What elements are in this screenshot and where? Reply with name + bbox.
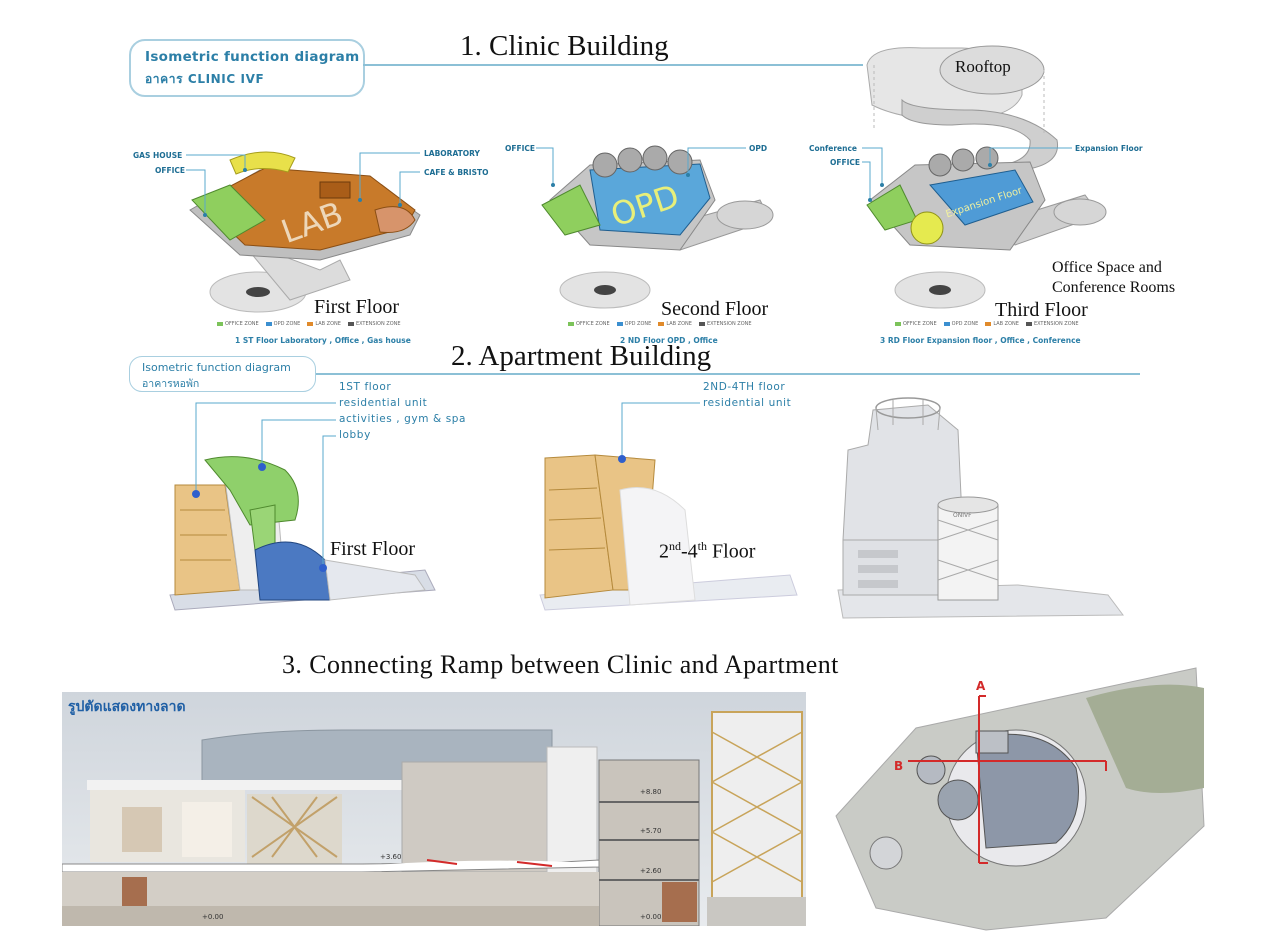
ramp-elev-2: +5.70 bbox=[640, 827, 661, 835]
legend-lab: LAB ZONE bbox=[658, 321, 692, 327]
clinic-divider-line bbox=[363, 64, 863, 66]
apartment-section-title: 2. Apartment Building bbox=[451, 340, 712, 372]
ramp-site-plan: A B bbox=[835, 667, 1205, 931]
clinic-first-floor-model: LAB bbox=[189, 151, 421, 313]
apartment-badge: Isometric function diagram อาคารหอพัก bbox=[129, 356, 316, 392]
tag-laboratory: LABORATORY bbox=[424, 149, 480, 158]
clinic-first-floor-label: First Floor bbox=[314, 296, 400, 318]
clinic-second-floor-label: Second Floor bbox=[661, 298, 769, 320]
apartment-exterior-model: ONIVF bbox=[837, 397, 1124, 619]
apartment-upper-floor-model bbox=[539, 454, 798, 611]
clinic-badge-line1: Isometric function diagram bbox=[145, 49, 360, 65]
clinic-office-note-line2: Conference Rooms bbox=[1052, 279, 1176, 296]
apartment-tower-sign: ONIVF bbox=[953, 512, 972, 519]
apartment-divider-line bbox=[316, 373, 1140, 375]
tag-office-first: OFFICE bbox=[155, 166, 186, 175]
tag-office-third: OFFICE bbox=[830, 158, 861, 167]
ramp-elev-1: +8.80 bbox=[640, 788, 661, 796]
clinic-third-floor-model: Expansion Floor bbox=[866, 146, 1107, 309]
tag-cafe-bristo: CAFE & BRISTO bbox=[424, 168, 489, 177]
apartment-upper-floor-label: 2nd-4th Floor bbox=[659, 539, 756, 563]
clinic-rooftop-label: Rooftop bbox=[955, 57, 1011, 76]
clinic-third-floor-label: Third Floor bbox=[995, 299, 1088, 321]
ramp-section-title: 3. Connecting Ramp between Clinic and Ap… bbox=[282, 650, 839, 679]
tag-office-second: OFFICE bbox=[505, 144, 536, 153]
clinic-badge: Isometric function diagram อาคาร CLINIC … bbox=[129, 39, 365, 97]
apt-upper-tag-residential: residential unit bbox=[703, 397, 792, 409]
clinic-legend-first: OFFICE ZONE OPD ZONE LAB ZONE EXTENSION … bbox=[217, 321, 401, 327]
plan-mark-b: B bbox=[894, 759, 903, 773]
legend-lab: LAB ZONE bbox=[307, 321, 341, 327]
apt-upper-tag-floor: 2ND-4TH floor bbox=[703, 381, 786, 393]
ramp-section-drawing: +8.80 +5.70 +3.60 +2.60 +0.00 +0.00 bbox=[62, 711, 806, 926]
apt-first-tag-floor: 1ST floor bbox=[339, 381, 392, 393]
ramp-section-label: รูปตัดแสดงทางลาด bbox=[68, 699, 186, 715]
legend-office: OFFICE ZONE bbox=[568, 321, 610, 327]
clinic-second-floor-model: OPD bbox=[541, 145, 774, 309]
clinic-second-caption: 2 ND Floor OPD , Office bbox=[620, 336, 718, 345]
legend-office: OFFICE ZONE bbox=[895, 321, 937, 327]
clinic-rooftop-model bbox=[866, 45, 1059, 171]
tag-opd: OPD bbox=[749, 144, 768, 153]
tag-gas-house: GAS HOUSE bbox=[133, 151, 183, 160]
apt-first-tag-lobby: lobby bbox=[339, 429, 371, 441]
ramp-elev-4: +2.60 bbox=[640, 867, 661, 875]
clinic-badge-line2: อาคาร CLINIC IVF bbox=[145, 72, 265, 86]
apt-first-tag-activities: activities , gym & spa bbox=[339, 413, 467, 425]
clinic-legend-third: OFFICE ZONE OPD ZONE LAB ZONE EXTENSION … bbox=[895, 321, 1079, 327]
legend-opd: OPD ZONE bbox=[265, 321, 300, 327]
legend-opd: OPD ZONE bbox=[943, 321, 978, 327]
tag-conference: Conference bbox=[809, 144, 858, 153]
legend-opd: OPD ZONE bbox=[616, 321, 651, 327]
legend-extension: EXTENSION ZONE bbox=[347, 321, 401, 327]
legend-extension: EXTENSION ZONE bbox=[1025, 321, 1079, 327]
apartment-first-floor-label: First Floor bbox=[330, 538, 416, 560]
apartment-badge-line2: อาคารหอพัก bbox=[142, 378, 200, 390]
apartment-badge-line1: Isometric function diagram bbox=[142, 361, 291, 374]
ramp-elev-5: +0.00 bbox=[202, 913, 223, 921]
legend-extension: EXTENSION ZONE bbox=[698, 321, 752, 327]
clinic-section-title: 1. Clinic Building bbox=[460, 30, 669, 62]
ramp-elev-6: +0.00 bbox=[640, 913, 661, 921]
ramp-elev-3: +3.60 bbox=[380, 853, 401, 861]
plan-mark-a: A bbox=[976, 679, 986, 693]
clinic-first-caption: 1 ST Floor Laboratory , Office , Gas hou… bbox=[235, 336, 411, 345]
ramp-section-render: +8.80 +5.70 +3.60 +2.60 +0.00 +0.00 รูปต… bbox=[62, 692, 806, 926]
legend-office: OFFICE ZONE bbox=[217, 321, 259, 327]
legend-lab: LAB ZONE bbox=[985, 321, 1019, 327]
clinic-office-note-line1: Office Space and bbox=[1052, 259, 1162, 276]
apartment-first-floor-model bbox=[169, 456, 436, 611]
clinic-third-caption: 3 RD Floor Expansion floor , Office , Co… bbox=[880, 336, 1081, 345]
tag-expansion-floor: Expansion Floor bbox=[1075, 144, 1143, 153]
apt-first-tag-residential: residential unit bbox=[339, 397, 428, 409]
clinic-legend-second: OFFICE ZONE OPD ZONE LAB ZONE EXTENSION … bbox=[568, 321, 752, 327]
